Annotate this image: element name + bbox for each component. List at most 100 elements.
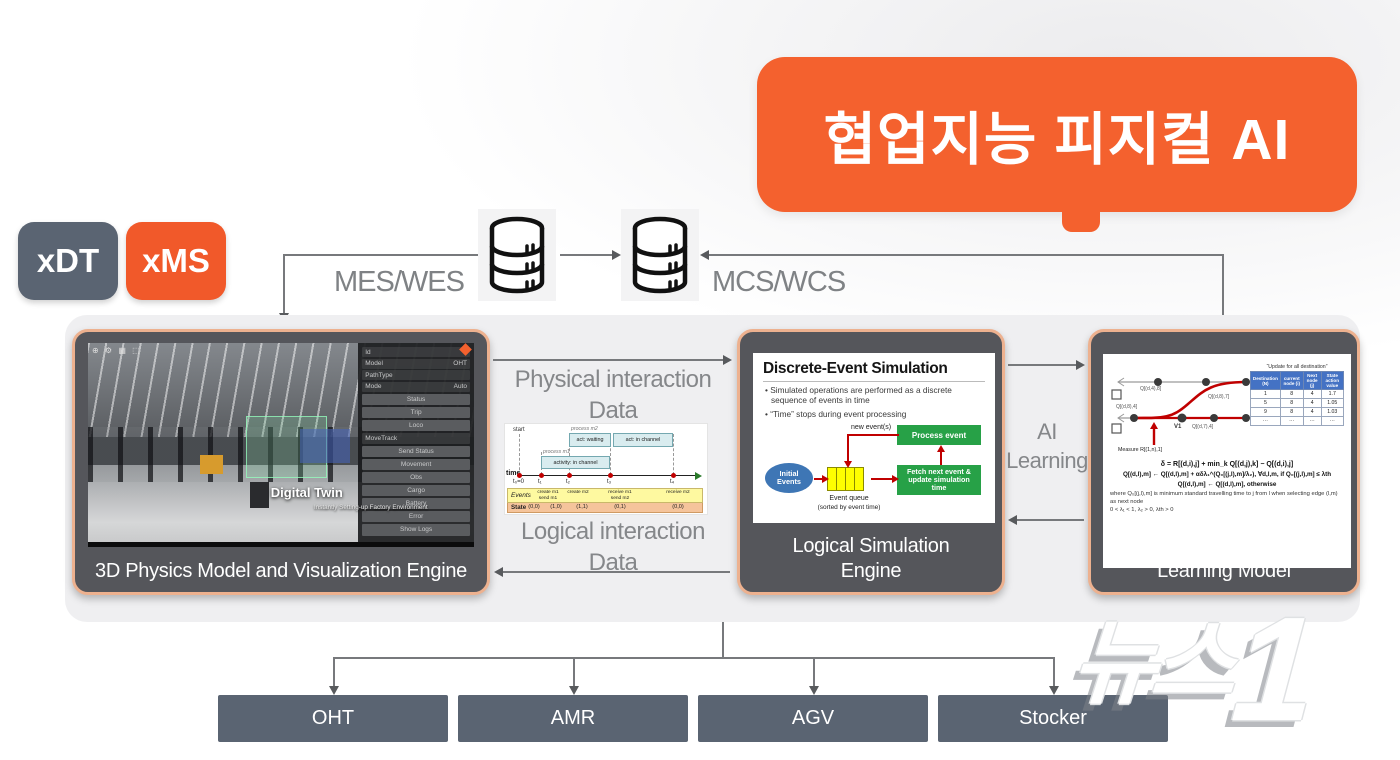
rl-formula-3: Q[(d,l),m] ← Q[(d,l),m], otherwise — [1177, 481, 1277, 488]
flow-ellipse-queue-arrow — [822, 475, 829, 484]
des-slide-title: Discrete-Event Simulation — [763, 360, 985, 382]
page-title: 협업지능 피지컬 AI — [823, 107, 1291, 172]
ai-learning-arrow-right — [1076, 360, 1085, 370]
time-axis-arrow — [695, 472, 702, 480]
rl-q-label-3: Q[(d,8),7] — [1208, 394, 1230, 400]
rl-q-table: Destination (N) current node (i) Next no… — [1250, 370, 1345, 427]
process-event-box: Process event — [897, 425, 981, 446]
new-events-label: new event(s) — [851, 424, 892, 432]
mcs-line-v — [1222, 254, 1224, 330]
sidebar-button-movement[interactable]: Movement — [362, 458, 470, 470]
sidebar-button-trip[interactable]: Trip — [362, 407, 470, 419]
banner-tail — [1062, 203, 1100, 232]
physical-data-arrow — [723, 355, 732, 365]
rl-table-wrap: “Update for all destination” Destination… — [1250, 364, 1345, 427]
mes-line-v — [283, 254, 285, 314]
state-cell: (1,1) — [576, 504, 588, 510]
sidebar-button-obs[interactable]: Obs — [362, 471, 470, 484]
queue-cell — [854, 467, 864, 492]
badge-xdt-label: xDT — [36, 242, 100, 279]
ai-learning-line-top — [1008, 364, 1078, 366]
des-bullet-2: • “Time” stops during event processing — [765, 408, 907, 419]
sidebar-button-loco[interactable]: Loco — [362, 420, 470, 432]
badge-xms: xMS — [126, 222, 226, 300]
sidebar-button-battery[interactable]: Battery — [362, 498, 470, 510]
rl-q-label-1: Q[(d,4),8] — [1140, 386, 1162, 392]
show-logs-button[interactable]: Show Logs — [362, 524, 470, 536]
mode-dropdown[interactable]: Auto — [453, 383, 467, 391]
watermark-one: 1 — [1227, 587, 1322, 752]
flow-queue-fetch — [871, 478, 895, 480]
label-line1: Logical interaction — [521, 518, 705, 545]
ai-learning-label: AI Learning — [1005, 418, 1089, 475]
sidebar-row-id[interactable]: Id — [362, 347, 470, 358]
rl-td: 5 — [1250, 398, 1281, 409]
flow-fetch-process-arrow — [937, 445, 945, 453]
bottom-box-stocker: Stocker — [938, 695, 1168, 742]
bullet-text: Simulated operations are performed as a … — [770, 385, 952, 406]
sidebar-button-status[interactable]: Status — [362, 394, 470, 406]
row-label: MoveTrack — [365, 434, 398, 442]
label-line2: Learning — [1006, 447, 1088, 473]
bottom-box-oht: OHT — [218, 695, 448, 742]
event-line: receive m2 — [666, 490, 690, 495]
box-label: AGV — [791, 707, 835, 729]
dash — [673, 434, 674, 475]
mes-database-icon — [478, 209, 556, 301]
state-cell: (1,0) — [550, 504, 562, 510]
ai-learning-line-bottom — [1014, 519, 1084, 521]
rl-td: 4 — [1302, 407, 1322, 418]
viewport-toolbar-icons[interactable]: ⊕ ⚙ ▦ ⬚ — [92, 346, 142, 355]
caption-line2: Learning Model — [1157, 560, 1291, 582]
state-cell: (0,0) — [528, 504, 540, 510]
timing-diagram: start time process m2 act: waiting act: … — [505, 424, 707, 514]
sidebar-row-movetrack[interactable]: MoveTrack — [362, 433, 470, 444]
dash — [610, 434, 611, 475]
send-status-button[interactable]: Send Status — [362, 445, 470, 457]
logical-interaction-label: Logical interaction Data — [495, 516, 731, 578]
event-cell: receive m1 send m2 — [608, 490, 631, 502]
box-label: Stocker — [1019, 707, 1087, 729]
state-cell: (0,1) — [614, 504, 626, 510]
event-line: send m2 — [610, 495, 630, 501]
initial-line2: Events — [777, 477, 801, 487]
time-axis — [517, 475, 697, 477]
rl-measure-label: Measure R[(1,n),1] — [1118, 447, 1163, 453]
row-label: Model — [365, 360, 383, 368]
watermark-korean: 뉴스 — [1068, 613, 1234, 715]
rl-td: 1.03 — [1320, 407, 1345, 418]
tick-label: t₄ — [670, 479, 675, 485]
tree-arrow-2 — [569, 686, 579, 695]
rl-table-title: “Update for all destination” — [1266, 364, 1328, 370]
logical-data-line — [500, 571, 730, 573]
rl-th: State action value — [1320, 370, 1345, 391]
ai-learning-arrow-left — [1008, 515, 1017, 525]
right-panel-caption: Reinforcement Learning Model — [1091, 534, 1357, 584]
rl-td: 1.05 — [1320, 398, 1345, 409]
sidebar-button-error[interactable]: Error — [362, 511, 470, 523]
tree-drop-1 — [333, 657, 335, 687]
sidebar-row-pathtype[interactable]: PathType — [362, 370, 470, 381]
bullet-text: “Time” stops during event processing — [770, 408, 907, 419]
rl-td: 4 — [1302, 389, 1322, 400]
mes-line-h — [283, 254, 478, 256]
badge-xdt: xDT — [18, 222, 118, 300]
sidebar-button-cargo[interactable]: Cargo — [362, 485, 470, 497]
rl-slide: Q[(d,4),8] Q[(d,8),4] Q[(d,8),7] Q[(d,7)… — [1103, 354, 1351, 568]
caption-line1: Logical Simulation — [792, 535, 950, 557]
tree-arrow-1 — [329, 686, 339, 695]
middle-panel-caption: Logical Simulation Engine — [740, 534, 1002, 584]
timing-time-label: time — [506, 470, 521, 477]
label-line1: AI — [1037, 419, 1057, 444]
dash — [519, 434, 520, 475]
tree-arrow-3 — [809, 686, 819, 695]
rl-q-label-2: Q[(d,8),4] — [1116, 404, 1138, 410]
activity-in-channel-box: activity: in channel — [541, 456, 610, 469]
initial-line1: Initial — [779, 469, 799, 479]
fetch-event-box: Fetch next event & update simulation tim… — [897, 465, 981, 496]
